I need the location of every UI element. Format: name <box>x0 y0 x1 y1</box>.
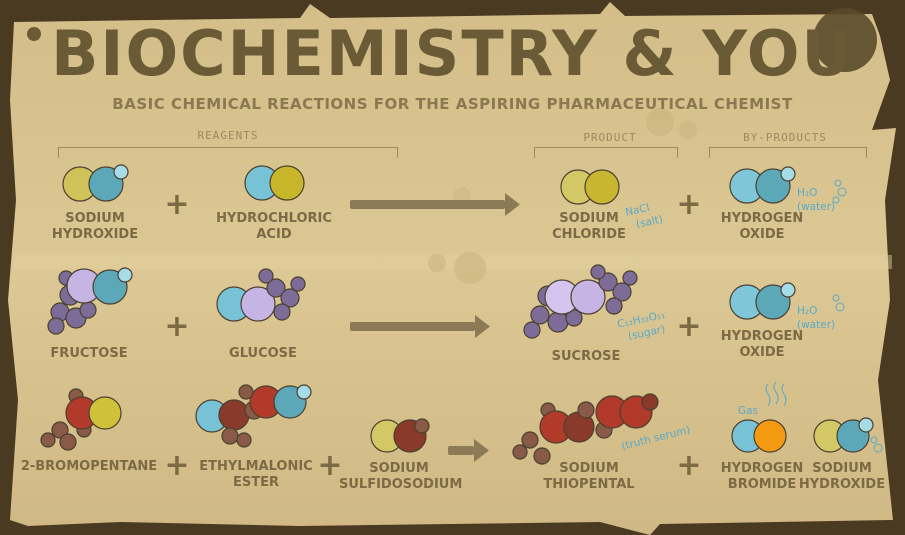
plus-sign: + <box>676 448 702 483</box>
byproducts-bracket <box>709 147 867 158</box>
molecule-icon <box>195 384 312 448</box>
bubbles-icon <box>765 179 883 453</box>
page-title: BIOCHEMISTRY & YOU <box>51 17 854 90</box>
molecule-icon <box>731 419 787 453</box>
plus-sign: + <box>676 187 702 222</box>
product-label: SUCROSE <box>551 349 621 364</box>
arrow-right-icon <box>350 193 520 216</box>
plus-sign: + <box>317 448 343 483</box>
molecule-icon <box>523 264 638 339</box>
section-product: PRODUCT <box>583 131 637 144</box>
plus-sign: + <box>164 187 190 222</box>
byproduct-note: H₂O(water) <box>797 305 836 331</box>
molecule-icon <box>729 166 796 204</box>
product-bracket <box>534 147 678 158</box>
molecule-icon <box>62 164 129 202</box>
molecule-icon <box>813 417 874 453</box>
molecule-icon <box>512 393 659 465</box>
molecule-icon <box>47 267 133 335</box>
byproduct-note: Gas <box>738 405 759 417</box>
arrow-right-icon <box>448 439 489 462</box>
reagents-bracket <box>58 147 398 158</box>
molecule-icon <box>216 268 306 322</box>
plus-sign: + <box>676 309 702 344</box>
reagent-label: 2-BROMOPENTANE <box>20 459 158 474</box>
section-reagents: REAGENTS <box>197 129 259 142</box>
molecule-icon <box>244 165 305 201</box>
arrow-right-icon <box>350 315 490 338</box>
molecule-icon <box>560 169 620 205</box>
section-byproducts: BY-PRODUCTS <box>743 131 827 144</box>
molecule-icon <box>40 388 122 451</box>
plus-sign: + <box>164 309 190 344</box>
plus-sign: + <box>164 448 190 483</box>
page-subtitle: BASIC CHEMICAL REACTIONS FOR THE ASPIRIN… <box>112 95 793 113</box>
molecule-icon <box>370 418 430 453</box>
reagent-label: FRUCTOSE <box>50 346 128 361</box>
byproduct-note: H₂O(water) <box>797 187 836 213</box>
molecule-icon <box>729 282 796 320</box>
reagent-label: GLUCOSE <box>229 346 297 361</box>
